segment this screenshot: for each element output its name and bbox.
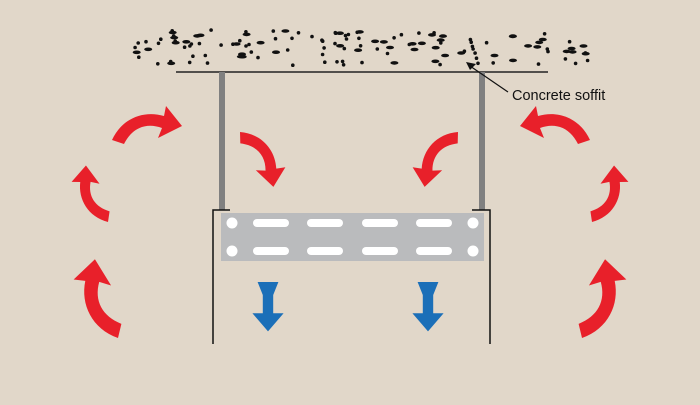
concrete-soffit-label: Concrete soffit [512,88,606,104]
blue-arrow-left [252,282,284,332]
red-arrow-right-mid [588,162,631,228]
leader-line [469,65,509,93]
blue-arrow-right [412,282,444,332]
concrete-aggregate [132,28,590,67]
red-arrow-right-bottom [577,257,628,342]
red-arrow-inner-right [407,121,462,193]
right-hanger-rod [479,72,485,210]
red-arrow-inner-left [236,121,291,193]
left-hanger-rod [219,72,225,210]
cool-air-arrows [252,282,444,332]
leader-arrowhead-icon [466,62,476,70]
red-arrow-left-mid [69,162,112,228]
red-arrow-left-top [112,106,182,144]
left-side-panel [212,209,230,344]
perforated-chilled-panel [221,213,484,261]
red-arrow-left-bottom [72,257,123,342]
right-side-panel [472,209,491,344]
red-arrow-right-top [520,106,590,144]
